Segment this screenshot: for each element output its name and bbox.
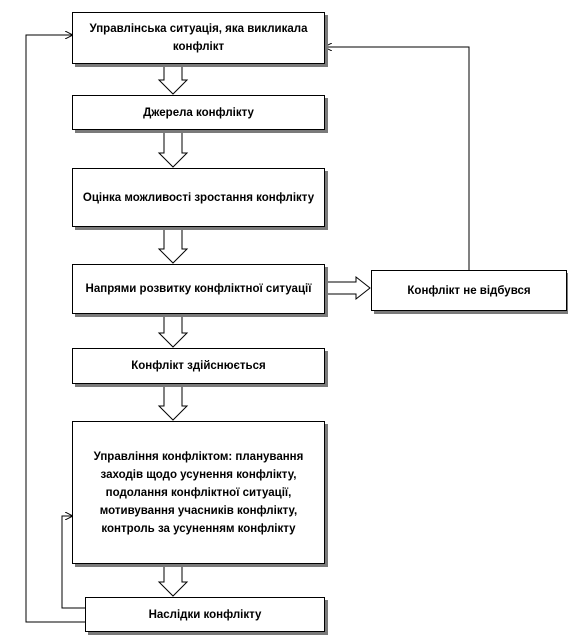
- block-arrow-3: [157, 226, 189, 264]
- node-consequences: Наслідки конфлікту: [85, 597, 325, 632]
- feedback-line-left-inner: [61, 516, 85, 609]
- node-management: Управління конфліктом: планування заході…: [72, 421, 325, 564]
- node-assessment-label: Оцінка можливості зростання конфлікту: [82, 191, 315, 204]
- node-consequences-label: Наслідки конфлікту: [148, 608, 262, 621]
- block-arrow-side: [323, 275, 371, 301]
- node-realized: Конфлікт здійснюється: [72, 348, 325, 384]
- node-directions: Напрями розвитку конфліктної ситуації: [72, 264, 325, 314]
- node-directions-label: Напрями розвитку конфліктної ситуації: [85, 283, 312, 295]
- block-arrow-2: [157, 129, 189, 168]
- block-arrow-1: [157, 63, 189, 95]
- node-assessment: Оцінка можливості зростання конфлікту: [72, 168, 325, 227]
- node-no-conflict: Конфлікт не відбувся: [371, 270, 567, 311]
- node-situation-label: Управлінська ситуація, яка викликала кон…: [89, 23, 308, 53]
- node-sources-label: Джерела конфлікту: [143, 106, 254, 119]
- block-arrow-4: [157, 313, 189, 348]
- block-arrow-6: [157, 563, 189, 597]
- node-situation: Управлінська ситуація, яка викликала кон…: [72, 12, 325, 64]
- node-sources: Джерела конфлікту: [72, 95, 325, 130]
- feedback-line-left-outer: [25, 35, 90, 623]
- node-no-conflict-label: Конфлікт не відбувся: [407, 284, 531, 297]
- feedback-line-top: [325, 47, 470, 270]
- node-realized-label: Конфлікт здійснюється: [131, 360, 266, 372]
- block-arrow-5: [157, 383, 189, 421]
- node-management-label: Управління конфліктом: планування заході…: [93, 450, 304, 535]
